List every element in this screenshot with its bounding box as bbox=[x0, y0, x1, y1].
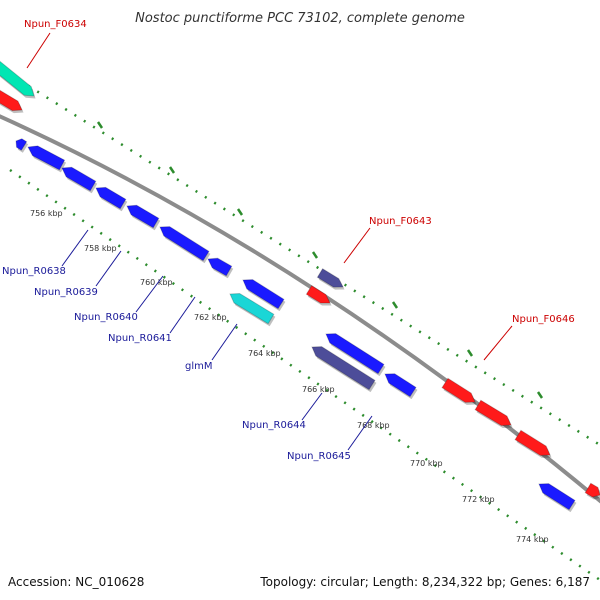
gene-reverse-7[interactable] bbox=[242, 279, 285, 310]
major-tick bbox=[96, 121, 104, 129]
gene-reverse-8[interactable] bbox=[384, 373, 417, 398]
inner-tick-track bbox=[9, 168, 600, 582]
gene-forward-4[interactable] bbox=[514, 429, 551, 456]
gene-reverse-0[interactable] bbox=[15, 138, 28, 151]
gene-label-npun-r0640[interactable]: Npun_R0640 bbox=[74, 312, 138, 323]
leader-glmm bbox=[211, 323, 238, 361]
map-title: Nostoc punctiforme PCC 73102, complete g… bbox=[135, 11, 465, 26]
kbp-tick-label: 768 kbp bbox=[357, 421, 390, 430]
gene-label-glmm[interactable]: glmM bbox=[185, 361, 213, 372]
gene-label-npun-r0638[interactable]: Npun_R0638 bbox=[2, 266, 66, 277]
gene-npun-r0638-a[interactable] bbox=[27, 145, 66, 171]
major-tick bbox=[236, 208, 244, 216]
kbp-tick-label: 770 kbp bbox=[410, 459, 443, 468]
gene-label-npun-r0645[interactable]: Npun_R0645 bbox=[287, 451, 351, 462]
track-lines bbox=[0, 66, 600, 582]
gene-npun-f0643-b[interactable] bbox=[305, 285, 331, 304]
major-tick bbox=[466, 349, 474, 357]
gene-npun-r0641[interactable] bbox=[159, 226, 210, 262]
gene-label-npun-f0634[interactable]: Npun_F0634 bbox=[24, 19, 87, 30]
gene-label-npun-r0641[interactable]: Npun_R0641 bbox=[108, 333, 172, 344]
gene-label-npun-f0643[interactable]: Npun_F0643 bbox=[369, 216, 432, 227]
leader-npun-f0646 bbox=[483, 325, 513, 361]
kbp-tick-label: 758 kbp bbox=[84, 244, 117, 253]
kbp-tick-label: 774 kbp bbox=[516, 535, 549, 544]
kbp-tick-label: 766 kbp bbox=[302, 385, 335, 394]
gene-features bbox=[0, 58, 600, 513]
gene-forward-3[interactable] bbox=[474, 399, 512, 427]
gene-reverse-9[interactable] bbox=[538, 483, 576, 511]
kbp-tick-label: 762 kbp bbox=[194, 313, 227, 322]
leader-npun-r0638 bbox=[61, 229, 89, 267]
gene-label-npun-f0646[interactable]: Npun_F0646 bbox=[512, 314, 575, 325]
gene-rna-npun-f0634[interactable] bbox=[0, 58, 35, 97]
leader-npun-f0643 bbox=[343, 227, 371, 264]
outer-tick-track bbox=[0, 66, 600, 447]
kbp-tick-label: 756 kbp bbox=[30, 209, 63, 218]
leader-npun-r0639 bbox=[95, 250, 122, 287]
gene-label-npun-r0644[interactable]: Npun_R0644 bbox=[242, 420, 306, 431]
major-tick bbox=[168, 166, 176, 174]
leader-npun-r0644 bbox=[301, 392, 323, 421]
kbp-tick-label: 764 kbp bbox=[248, 349, 281, 358]
topology-text: Topology: circular; Length: 8,234,322 bp… bbox=[259, 575, 590, 589]
gene-npun-r0639[interactable] bbox=[95, 186, 127, 210]
kbp-tick-label: 772 kbp bbox=[462, 495, 495, 504]
gene-npun-r0645[interactable] bbox=[311, 346, 376, 391]
major-tick bbox=[536, 391, 544, 399]
genome-backbone bbox=[0, 114, 600, 504]
kbp-ticks: 756 kbp 758 kbp 760 kbp 762 kbp 764 kbp 766 k… bbox=[30, 209, 549, 544]
major-tick bbox=[391, 301, 399, 309]
gene-npun-r0644[interactable] bbox=[325, 333, 385, 375]
gene-forward-1[interactable] bbox=[0, 87, 23, 112]
gene-npun-f0643-a[interactable] bbox=[316, 268, 344, 288]
gene-reverse-6[interactable] bbox=[207, 257, 233, 277]
gene-npun-r0638-b[interactable] bbox=[61, 166, 97, 192]
gene-forward-5[interactable] bbox=[584, 482, 600, 498]
gene-label-npun-r0639[interactable]: Npun_R0639 bbox=[34, 287, 98, 298]
leader-npun-f0634 bbox=[26, 32, 51, 69]
gene-npun-r0640[interactable] bbox=[126, 204, 160, 229]
leader-npun-r0645 bbox=[347, 415, 373, 451]
gene-glmm[interactable] bbox=[229, 292, 275, 325]
leader-npun-r0640 bbox=[135, 275, 164, 313]
major-tick bbox=[311, 251, 319, 259]
gene-forward-2[interactable] bbox=[441, 377, 476, 403]
leader-npun-r0641 bbox=[169, 296, 196, 334]
accession-text: Accession: NC_010628 bbox=[8, 575, 144, 589]
kbp-tick-label: 760 kbp bbox=[140, 278, 173, 287]
